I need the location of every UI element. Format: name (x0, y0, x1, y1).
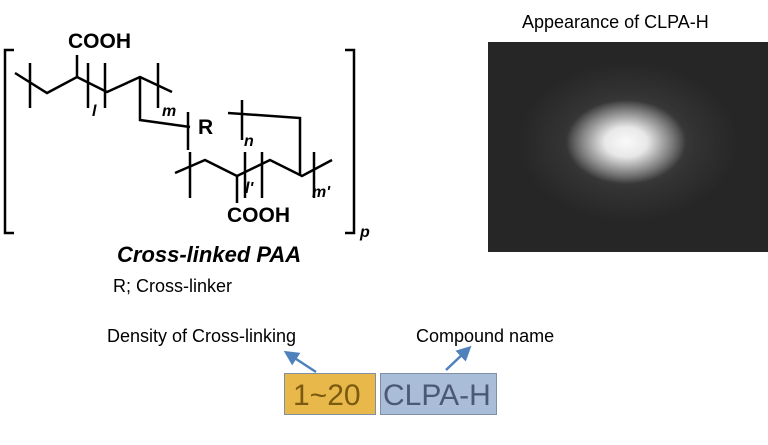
subscript-m: m (162, 103, 176, 120)
left-bracket (3, 48, 14, 235)
crosslink-bond-right (227, 111, 302, 176)
subscript-m-prime: m' (312, 184, 331, 201)
density-value-box: 1~20 (284, 373, 376, 415)
crosslinker-r: R (198, 116, 213, 139)
subscript-n: n (244, 133, 254, 150)
compound-arrow (445, 345, 472, 371)
main-chain (14, 71, 173, 95)
subscript-p: p (359, 224, 370, 241)
structure-name: Cross-linked PAA (117, 242, 301, 267)
density-label: Density of Cross-linking (107, 326, 297, 346)
crosslink-bond-left (138, 77, 191, 129)
compound-label: Compound name (416, 326, 555, 346)
bottom-cooh: COOH (227, 204, 290, 227)
density-arrow (283, 350, 317, 374)
compound-value: CLPA-H (383, 379, 491, 412)
subscript-l: l (92, 103, 97, 120)
right-bracket (345, 48, 356, 235)
subscript-l-prime: l' (245, 180, 254, 197)
density-value: 1~20 (293, 379, 361, 412)
bottom-chain (174, 158, 333, 178)
compound-value-box: CLPA-H (380, 373, 497, 415)
clpa-h-photo (488, 42, 768, 252)
top-cooh: COOH (68, 30, 131, 53)
photo-title: Appearance of CLPA-H (522, 12, 709, 32)
crosslinker-legend: R; Cross-linker (113, 276, 233, 296)
polymer-structure: COOH R COOH l m n l' m' p Cross-linked P… (3, 30, 370, 267)
